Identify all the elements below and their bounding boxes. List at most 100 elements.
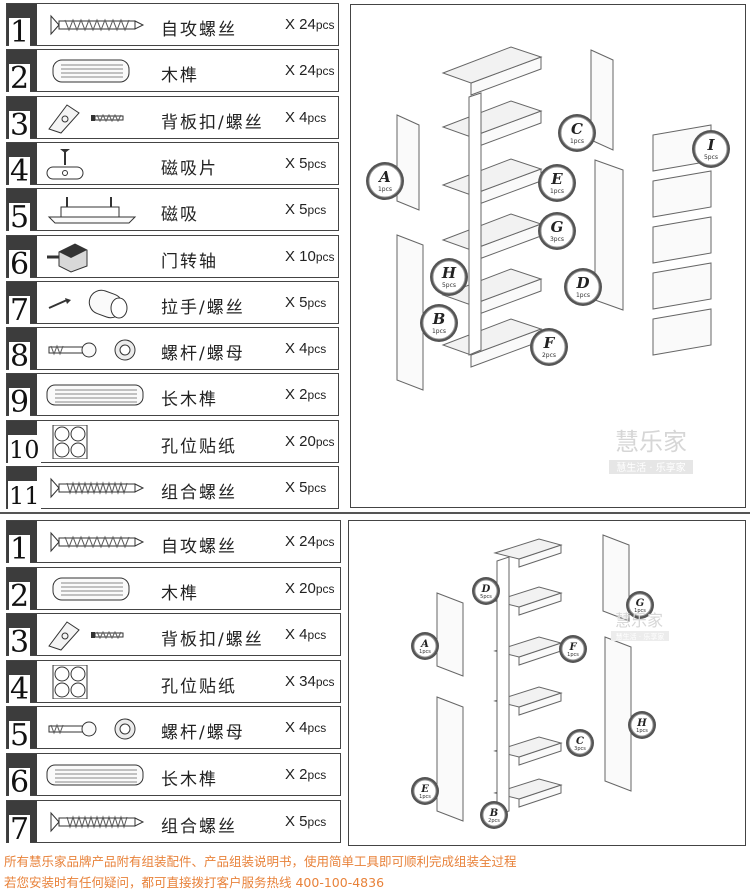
watermark-slogan-2: 慧生活 · 乐享家 [616, 632, 665, 641]
quantity-value: X 20 [285, 579, 316, 597]
part-quantity: X 2pcs [285, 766, 326, 783]
part-number: 5 [9, 718, 31, 754]
quantity-value: X 34 [285, 672, 316, 690]
part-number: 6 [9, 246, 31, 282]
quantity-unit: pcs [307, 628, 327, 643]
exploded-view-2: A1pcsB2pcsC3pcsD5pcsE1pcsF1pcsG1pcsH1pcs… [411, 534, 669, 829]
callout-count: 1pcs [636, 728, 648, 734]
callout-letter: G [636, 598, 645, 609]
part-quantity: X 5pcs [285, 479, 326, 496]
callout-count: 2pcs [542, 352, 556, 359]
part-quantity: X 4pcs [285, 340, 326, 357]
callout-letter: I [706, 136, 715, 154]
quantity-unit: pcs [307, 814, 327, 829]
callout-count: 1pcs [576, 292, 590, 299]
callout-letter: C [571, 120, 583, 138]
quantity-unit: pcs [307, 342, 327, 357]
part-quantity: X 4pcs [285, 626, 326, 643]
quantity-value: X 4 [285, 626, 308, 644]
callout-letter: A [420, 639, 429, 650]
watermark-slogan: 慧生活 · 乐享家 [616, 461, 686, 474]
magnet-plate-icon [45, 147, 145, 181]
part-number: 1 [9, 532, 31, 567]
quantity-unit: pcs [315, 434, 335, 449]
callout-letter: F [568, 642, 577, 653]
callout-letter: D [575, 274, 589, 292]
part-name: 磁吸 [161, 205, 199, 226]
section-divider [0, 512, 750, 514]
quantity-unit: pcs [307, 156, 327, 171]
part-quantity: X 5pcs [285, 201, 326, 218]
quantity-unit: pcs [307, 388, 327, 403]
quantity-value: X 20 [285, 432, 316, 450]
part-name: 木榫 [161, 583, 199, 604]
part-number: 3 [9, 107, 31, 143]
quantity-unit: pcs [307, 203, 327, 218]
part-quantity: X 20pcs [285, 433, 335, 450]
footer-line-2: 若您安装时有任何疑问，都可直接拨打客户服务热线 400-100-4836 [4, 875, 385, 890]
part-row: 8 螺杆/螺母 X 4pcs [6, 327, 339, 375]
part-name: 螺杆/螺母 [161, 344, 245, 365]
bolt-nut-icon [45, 332, 145, 366]
combination-screw-icon [45, 805, 145, 839]
part-name: 螺杆/螺母 [161, 723, 245, 744]
quantity-unit: pcs [315, 249, 335, 264]
callout-count: 3pcs [574, 746, 586, 752]
callout-letter: E [420, 784, 429, 795]
wood-dowel-icon [45, 572, 145, 606]
part-name: 背板扣/螺丝 [161, 630, 264, 651]
part-quantity: X 20pcs [285, 580, 335, 597]
quantity-unit: pcs [315, 674, 335, 689]
callout-letter: A [377, 168, 391, 186]
callout-count: 1pcs [419, 649, 431, 655]
quantity-unit: pcs [315, 535, 335, 549]
self-tapping-screw-icon [45, 525, 145, 559]
long-dowel-icon [45, 378, 145, 412]
quantity-value: X 4 [285, 108, 308, 126]
footer-note: 所有慧乐家品牌产品附有组装配件、产品组装说明书，使用简单工具即可顺利完成组装全过… [4, 851, 517, 893]
quantity-value: X 4 [285, 719, 308, 737]
part-number: 7 [9, 292, 31, 328]
quantity-unit: pcs [307, 721, 327, 736]
long-dowel-icon [45, 758, 145, 792]
quantity-value: X 2 [285, 766, 308, 783]
part-quantity: X 4pcs [285, 109, 326, 126]
quantity-unit: pcs [307, 481, 327, 495]
callout-letter: B [489, 808, 498, 819]
part-name: 自攻螺丝 [161, 20, 237, 40]
quantity-unit: pcs [315, 18, 335, 32]
quantity-unit: pcs [307, 768, 327, 782]
callout-letter: G [551, 218, 564, 236]
part-quantity: X 34pcs [285, 673, 335, 690]
callout-letter: C [576, 736, 584, 747]
part-number: 4 [9, 153, 31, 189]
footer-line-1: 所有慧乐家品牌产品附有组装配件、产品组装说明书，使用简单工具即可顺利完成组装全过… [4, 854, 517, 869]
part-number: 8 [9, 339, 31, 375]
part-name: 组合螺丝 [161, 816, 237, 837]
part-quantity: X 10pcs [285, 248, 335, 265]
quantity-unit: pcs [307, 295, 327, 310]
callout-count: 1pcs [634, 608, 646, 614]
hole-sticker-icon [45, 424, 145, 460]
